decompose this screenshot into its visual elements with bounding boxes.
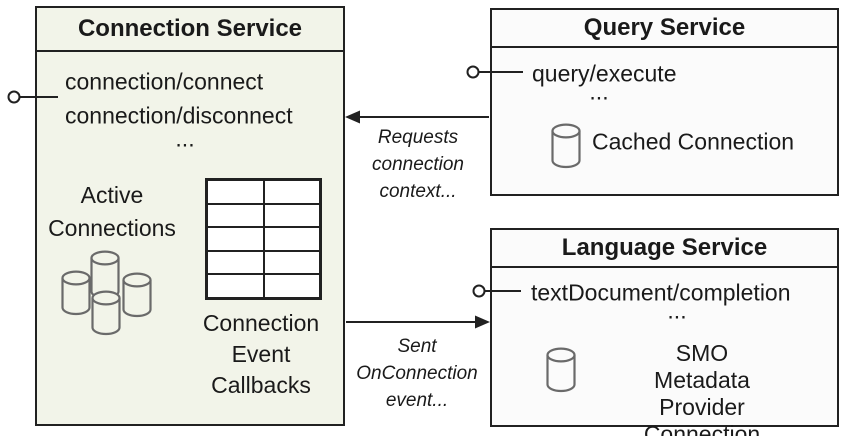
callback-table-cell — [207, 180, 264, 204]
lollipop-circle — [7, 90, 21, 104]
language-methods-ellipsis: ... — [667, 297, 687, 324]
callback-table — [205, 178, 322, 300]
callback-table-cell — [207, 227, 264, 251]
annotation-requests-connection-context: Requests connection context... — [372, 127, 464, 202]
sent-onconnection-arrow — [346, 315, 490, 329]
callback-table-cell — [263, 250, 320, 275]
arrowhead-left — [345, 110, 360, 124]
method-connection-connect: connection/connect — [65, 68, 264, 95]
lollipop-circle — [466, 65, 480, 79]
method-textdocument-completion: textDocument/completion — [531, 279, 791, 306]
callback-table-cell — [263, 180, 320, 204]
method-connection-disconnect: connection/disconnect — [65, 102, 293, 129]
cached-connection-label: Cached Connection — [592, 128, 795, 155]
language-service-box: Language Service textDocument/completion… — [490, 228, 839, 436]
query-service-title: Query Service — [492, 10, 837, 48]
smo-provider-label: SMO Metadata Provider Connection — [643, 340, 761, 436]
language-service-title: Language Service — [492, 230, 837, 268]
requests-connection-arrow — [345, 110, 489, 124]
callback-table-cell — [207, 274, 264, 298]
callback-table-cell — [263, 274, 320, 298]
database-cylinder-left — [61, 270, 91, 316]
connection-service-box: Connection Service connection/connect co… — [35, 6, 345, 426]
database-cylinder-right — [122, 272, 152, 318]
database-cluster-icon — [61, 250, 152, 336]
lollipop-circle — [472, 284, 486, 298]
connection-service-title: Connection Service — [37, 8, 343, 52]
callback-table-cell — [207, 250, 264, 275]
smo-provider-database-icon — [546, 347, 576, 393]
query-methods-ellipsis: ... — [589, 78, 609, 105]
arrowhead-right — [475, 315, 490, 329]
query-service-box: Query Service query/execute ... Cached C… — [490, 8, 839, 196]
callback-table-cell — [263, 203, 320, 228]
callback-table-cell — [207, 203, 264, 228]
annotation-sent-onconnection-event: Sent OnConnection event... — [356, 336, 478, 411]
callback-table-cell — [263, 227, 320, 251]
active-connections-label: Active Connections — [48, 182, 176, 241]
connection-methods-ellipsis: ... — [175, 125, 195, 152]
callbacks-label: Connection Event Callbacks — [202, 310, 320, 398]
database-cylinder-bottom — [91, 290, 121, 336]
method-query-execute: query/execute — [532, 60, 677, 87]
cached-connection-database-icon — [551, 123, 581, 169]
